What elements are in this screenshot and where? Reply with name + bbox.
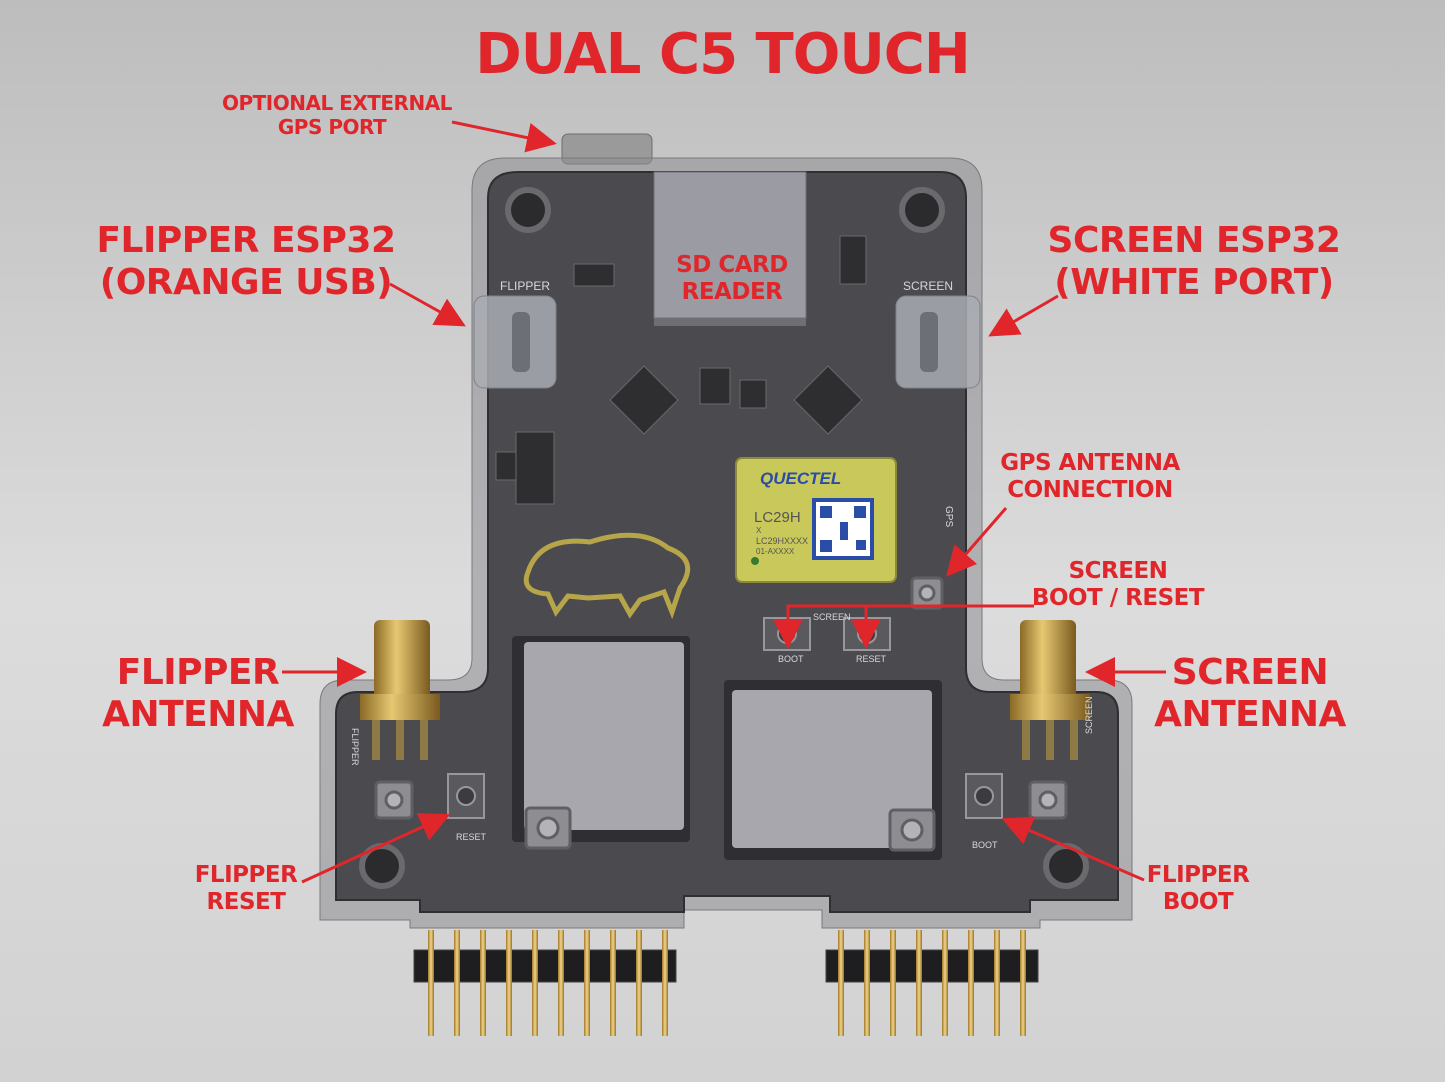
label-sd-card-line2: READER [681, 279, 783, 306]
silk-flipper: FLIPPER [500, 279, 550, 293]
mounting-holes [359, 187, 1089, 889]
label-flipper-antenna-line1: FLIPPER [116, 652, 280, 693]
label-gps-antenna: GPS ANTENNA CONNECTION [990, 450, 1190, 504]
ic-chips [495, 235, 867, 505]
diagram-title: DUAL C5 TOUCH [475, 22, 971, 87]
label-flipper-boot-line1: FLIPPER [1146, 862, 1250, 888]
label-screen-antenna-line2: ANTENNA [1154, 694, 1346, 736]
label-gps-antenna-line2: CONNECTION [1007, 477, 1173, 504]
silk-gps: GPS [943, 506, 954, 527]
label-flipper-esp32-line2: (ORANGE USB) [99, 262, 393, 304]
label-screen-boot-reset-line2: BOOT / RESET [1031, 585, 1205, 612]
label-gps-port: OPTIONAL EXTERNAL GPS PORT [222, 91, 452, 139]
right-pin-header [825, 930, 1039, 1036]
label-gps-port-line2: GPS PORT [277, 114, 387, 139]
silk-boot-screen: BOOT [778, 654, 804, 664]
screen-sma-antenna [1010, 620, 1090, 760]
flipper-sma-antenna [360, 620, 440, 760]
label-flipper-esp32-line1: FLIPPER ESP32 [96, 220, 396, 261]
label-flipper-reset-line2: RESET [206, 889, 286, 916]
silk-screen-side: SCREEN [1084, 696, 1094, 734]
label-screen-antenna-line1: SCREEN [1171, 652, 1329, 693]
label-flipper-antenna: FLIPPER ANTENNA [100, 652, 296, 737]
label-flipper-reset: FLIPPER RESET [176, 862, 316, 916]
ufl-connectors [374, 576, 1068, 852]
silk-screen: SCREEN [903, 279, 953, 293]
module-line2: LC29HXXXX [756, 536, 808, 546]
label-gps-antenna-line1: GPS ANTENNA [1000, 450, 1180, 476]
module-model: LC29H [754, 509, 801, 526]
label-gps-port-line1: OPTIONAL EXTERNAL [222, 91, 452, 115]
module-line1: X [756, 526, 762, 535]
silk-flipper-side: FLIPPER [350, 728, 360, 766]
label-flipper-esp32: FLIPPER ESP32 (ORANGE USB) [96, 220, 396, 305]
label-screen-antenna: SCREEN ANTENNA [1150, 652, 1350, 737]
label-flipper-reset-line1: FLIPPER [194, 862, 298, 888]
label-sd-card-line1: SD CARD [676, 252, 788, 278]
graffiti-logo [523, 532, 691, 620]
silk-boot-flipper: BOOT [972, 840, 998, 850]
silk-screen-small: SCREEN [813, 612, 851, 622]
silk-reset-screen: RESET [856, 654, 887, 664]
module-brand: QUECTEL [760, 469, 841, 488]
annotation-arrows [282, 120, 1166, 884]
silk-reset-flipper: RESET [456, 832, 487, 842]
label-screen-esp32: SCREEN ESP32 (WHITE PORT) [1046, 220, 1342, 305]
label-screen-esp32-line2: (WHITE PORT) [1054, 262, 1334, 304]
label-flipper-antenna-line2: ANTENNA [102, 694, 294, 736]
left-pin-header [413, 930, 677, 1036]
label-flipper-boot: FLIPPER BOOT [1128, 862, 1268, 916]
label-flipper-boot-line2: BOOT [1162, 889, 1234, 916]
label-screen-esp32-line1: SCREEN ESP32 [1047, 220, 1341, 261]
label-screen-boot-reset-line1: SCREEN [1068, 558, 1168, 584]
module-line3: 01-AXXXX [756, 547, 795, 556]
label-sd-card: SD CARD READER [664, 252, 800, 306]
label-screen-boot-reset: SCREEN BOOT / RESET [1026, 558, 1210, 612]
